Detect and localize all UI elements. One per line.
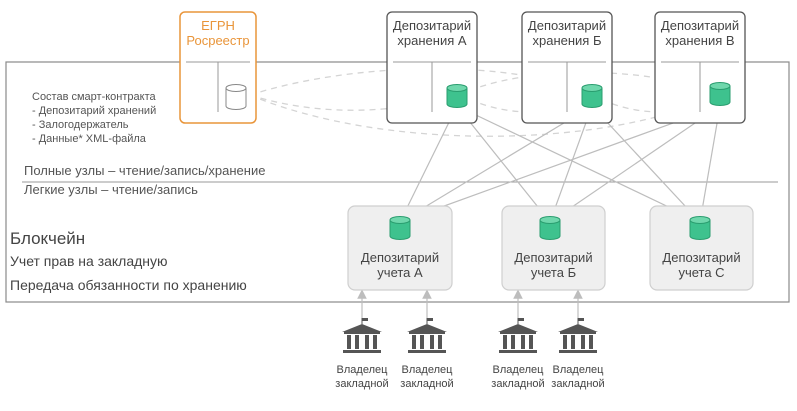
- owner-label-3: Владелец закладной: [483, 363, 553, 391]
- accounting-node-c: [649, 205, 754, 291]
- node-links: [399, 105, 721, 223]
- storage-b-title: Депозитарий хранения Б: [522, 18, 612, 48]
- smart-contract-item-3: - Данные* XML-файла: [32, 133, 146, 145]
- owner-arrows: [357, 289, 583, 318]
- egrn-node: [179, 11, 257, 124]
- owner-1-line2: закладной: [335, 378, 389, 390]
- egrn-db-icon: [225, 84, 247, 110]
- accounting-a-title-line2: учета А: [377, 265, 423, 280]
- storage-c-title: Депозитарий хранения В: [655, 18, 745, 48]
- blockchain-line1: Учет прав на закладную: [10, 253, 168, 269]
- smart-contract-title: Состав смарт-контракта: [32, 91, 156, 103]
- blockchain-line2: Передача обязанности по хранению: [10, 277, 247, 293]
- egrn-title-line1: ЕГРН: [201, 18, 235, 33]
- accounting-c-title: Депозитарий учета С: [650, 250, 753, 280]
- storage-node-c: [654, 11, 746, 124]
- accounting-c-title-line1: Депозитарий: [662, 250, 741, 265]
- storage-node-a: [386, 11, 478, 124]
- accounting-node-b: [501, 205, 606, 291]
- accounting-c-title-line2: учета С: [678, 265, 725, 280]
- bank-icon-3: [498, 318, 538, 353]
- smart-contract-item-2: - Залогодержатель: [32, 119, 129, 131]
- smart-contract-block: Состав смарт-контракта - Депозитарий хра…: [32, 90, 156, 146]
- owner-label-1: Владелец закладной: [327, 363, 397, 391]
- storage-a-db-icon: [446, 84, 468, 108]
- owner-label-4: Владелец закладной: [543, 363, 613, 391]
- bank-icon-1: [342, 318, 382, 353]
- owner-4-line2: закладной: [551, 378, 605, 390]
- storage-a-title: Депозитарий хранения А: [387, 18, 477, 48]
- accounting-b-db-icon: [539, 216, 561, 240]
- storage-b-title-line2: хранения Б: [532, 33, 602, 48]
- accounting-a-db-icon: [389, 216, 411, 240]
- egrn-title: ЕГРН Росреестр: [180, 18, 256, 48]
- storage-a-title-line2: хранения А: [397, 33, 467, 48]
- owner-3-line1: Владелец: [492, 364, 544, 376]
- storage-b-title-line1: Депозитарий: [527, 18, 607, 33]
- accounting-c-db-icon: [689, 216, 711, 240]
- owner-1-line1: Владелец: [336, 364, 388, 376]
- accounting-b-title: Депозитарий учета Б: [502, 250, 605, 280]
- storage-b-db-icon: [581, 84, 603, 108]
- gossip-arcs: [249, 68, 721, 137]
- blockchain-title: Блокчейн: [10, 229, 86, 248]
- light-nodes-label: Легкие узлы – чтение/запись: [24, 182, 198, 197]
- owner-4-line1: Владелец: [552, 364, 604, 376]
- accounting-node-a: [347, 205, 453, 291]
- storage-c-title-line2: хранения В: [665, 33, 735, 48]
- accounting-a-title: Депозитарий учета А: [348, 250, 452, 280]
- full-nodes-label: Полные узлы – чтение/запись/хранение: [24, 163, 266, 178]
- owner-3-line2: закладной: [491, 378, 545, 390]
- storage-c-db-icon: [709, 82, 731, 106]
- storage-node-b: [521, 11, 613, 124]
- accounting-a-title-line1: Депозитарий: [360, 250, 440, 265]
- accounting-b-title-line1: Депозитарий: [514, 250, 593, 265]
- owner-2-line1: Владелец: [401, 364, 453, 376]
- egrn-title-line2: Росреестр: [186, 33, 250, 48]
- owner-label-2: Владелец закладной: [392, 363, 462, 391]
- bank-icon-2: [407, 318, 447, 353]
- owner-2-line2: закладной: [400, 378, 454, 390]
- smart-contract-item-1: - Депозитарий хранений: [32, 105, 157, 117]
- storage-c-title-line1: Депозитарий: [660, 18, 740, 33]
- accounting-b-title-line2: учета Б: [530, 265, 577, 280]
- bank-icon-4: [558, 318, 598, 353]
- storage-a-title-line1: Депозитарий: [392, 18, 472, 33]
